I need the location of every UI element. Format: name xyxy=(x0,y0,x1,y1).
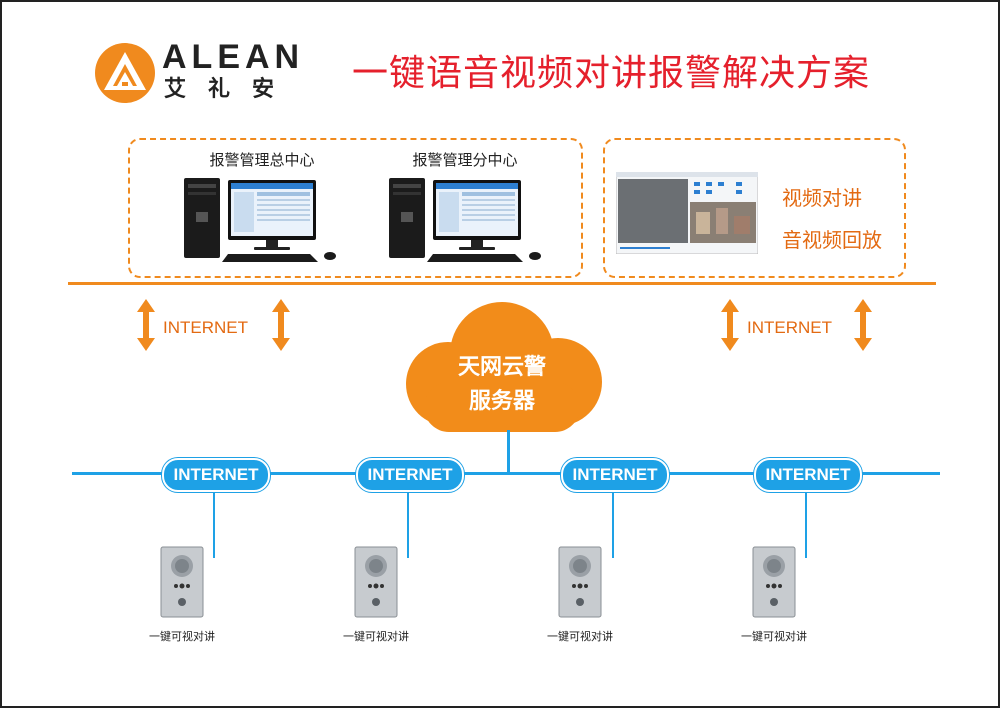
center-label-main: 报警管理总中心 xyxy=(209,151,315,169)
device-label-4: 一键可视对讲 xyxy=(741,630,807,643)
center-label-branch: 报警管理分中心 xyxy=(412,151,518,169)
cloud-server-line1: 天网云警 xyxy=(457,355,546,380)
cloud-server-line2: 服务器 xyxy=(468,389,535,414)
device-drop-line xyxy=(805,490,807,558)
double-arrow-icon xyxy=(137,299,155,351)
intercom-panel-icon xyxy=(752,546,796,618)
internet-label-right: INTERNET xyxy=(747,318,832,337)
lower-network-line xyxy=(72,472,940,475)
intercom-panel-icon xyxy=(160,546,204,618)
internet-node-3: INTERNET xyxy=(561,458,669,492)
internet-node-2: INTERNET xyxy=(356,458,464,492)
double-arrow-icon xyxy=(854,299,872,351)
device-drop-line xyxy=(407,490,409,558)
feature-av-playback: 音视频回放 xyxy=(782,228,882,252)
double-arrow-icon xyxy=(272,299,290,351)
brand-name: ALEAN xyxy=(162,38,305,76)
cloud-server-icon xyxy=(406,302,602,432)
feature-video-intercom: 视频对讲 xyxy=(782,186,862,210)
brand-subtitle: 艾礼安 xyxy=(164,77,297,102)
device-drop-line xyxy=(612,490,614,558)
cloud-connector-line xyxy=(507,430,510,473)
internet-node-4: INTERNET xyxy=(754,458,862,492)
device-label-1: 一键可视对讲 xyxy=(149,630,215,643)
management-centers-box xyxy=(128,138,583,278)
internet-label-left: INTERNET xyxy=(163,318,248,337)
workstation-computer-icon xyxy=(184,178,336,262)
device-drop-line xyxy=(213,490,215,558)
device-label-3: 一键可视对讲 xyxy=(547,630,613,643)
video-intercom-software-screenshot xyxy=(616,172,758,254)
workstation-computer-icon xyxy=(389,178,541,262)
page-title: 一键语音视频对讲报警解决方案 xyxy=(352,53,871,94)
intercom-panel-icon xyxy=(354,546,398,618)
internet-node-1: INTERNET xyxy=(162,458,270,492)
upper-network-line xyxy=(68,282,936,285)
video-functions-box xyxy=(603,138,906,278)
double-arrow-icon xyxy=(721,299,739,351)
alean-logo-icon xyxy=(95,43,155,103)
intercom-panel-icon xyxy=(558,546,602,618)
device-label-2: 一键可视对讲 xyxy=(343,630,409,643)
